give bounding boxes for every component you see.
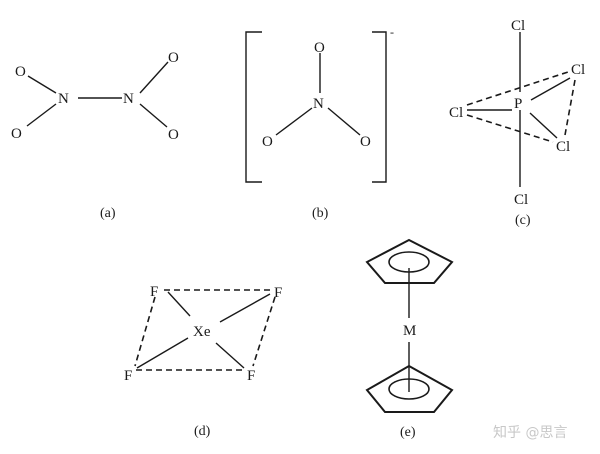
bond-p-cl-lower-right xyxy=(529,112,558,139)
bracket-right xyxy=(372,31,387,183)
dash-left-lowerright xyxy=(466,114,554,143)
atom-cl-top: Cl xyxy=(511,18,525,34)
bond-xe-f-br xyxy=(215,342,245,369)
atom-n2: N xyxy=(123,91,134,107)
label-d: (d) xyxy=(194,424,211,439)
bond-xe-f-tr xyxy=(219,293,271,323)
charge-minus: - xyxy=(390,25,394,39)
atom-o-right: O xyxy=(360,134,371,150)
dash-right-lowerright xyxy=(564,79,576,136)
atom-cl-bottom: Cl xyxy=(514,192,528,208)
atom-m: M xyxy=(403,323,416,339)
atom-xe: Xe xyxy=(193,324,211,340)
structure-d-xef4: F F Xe F F (d) xyxy=(124,284,282,439)
atom-f-tl: F xyxy=(150,284,158,300)
atom-cl-left: Cl xyxy=(449,105,463,121)
atom-o4: O xyxy=(168,127,179,143)
bond-n2-o4 xyxy=(139,103,168,128)
bond-xe-f-bl xyxy=(136,337,189,369)
label-a: (a) xyxy=(100,206,116,221)
cyclopentadienyl-ring-bottom xyxy=(365,364,454,413)
bond-xe-f-tl xyxy=(167,291,191,317)
atom-cl-lower-right: Cl xyxy=(556,139,570,155)
label-c: (c) xyxy=(515,213,531,228)
atom-cl-right: Cl xyxy=(571,62,585,78)
bond-n2-o3 xyxy=(139,61,169,94)
atom-f-tr: F xyxy=(274,285,282,301)
atom-o3: O xyxy=(168,50,179,66)
label-b: (b) xyxy=(312,206,329,221)
dash-right xyxy=(252,296,276,367)
aromatic-circle-bottom xyxy=(388,378,430,400)
atom-o-top: O xyxy=(314,40,325,56)
dash-left xyxy=(134,296,156,367)
atom-o1: O xyxy=(15,64,26,80)
dash-left-right xyxy=(466,71,569,106)
bond-p-cl-right xyxy=(530,77,571,101)
atom-f-br: F xyxy=(247,368,255,384)
structure-c-pcl5: Cl Cl P Cl Cl Cl (c) xyxy=(449,18,585,228)
bond-n-o-right xyxy=(327,107,361,136)
bond-n1-o2 xyxy=(26,103,57,127)
structure-e-metallocene: M (e) xyxy=(365,238,454,440)
atom-n1: N xyxy=(58,91,69,107)
bracket-left xyxy=(245,31,262,183)
atom-o-left: O xyxy=(262,134,273,150)
atom-p: P xyxy=(514,96,522,112)
bond-n-o-left xyxy=(275,107,313,136)
atom-f-bl: F xyxy=(124,368,132,384)
atom-o2: O xyxy=(11,126,22,142)
bond-n1-o1 xyxy=(27,75,57,94)
structure-a-n2o4: O O N N O O (a) xyxy=(11,50,179,221)
watermark-text: 知乎 @思言 xyxy=(493,424,567,441)
structure-b-nitrate: - O N O O (b) xyxy=(245,25,394,221)
label-e: (e) xyxy=(400,425,416,440)
atom-n: N xyxy=(313,96,324,112)
